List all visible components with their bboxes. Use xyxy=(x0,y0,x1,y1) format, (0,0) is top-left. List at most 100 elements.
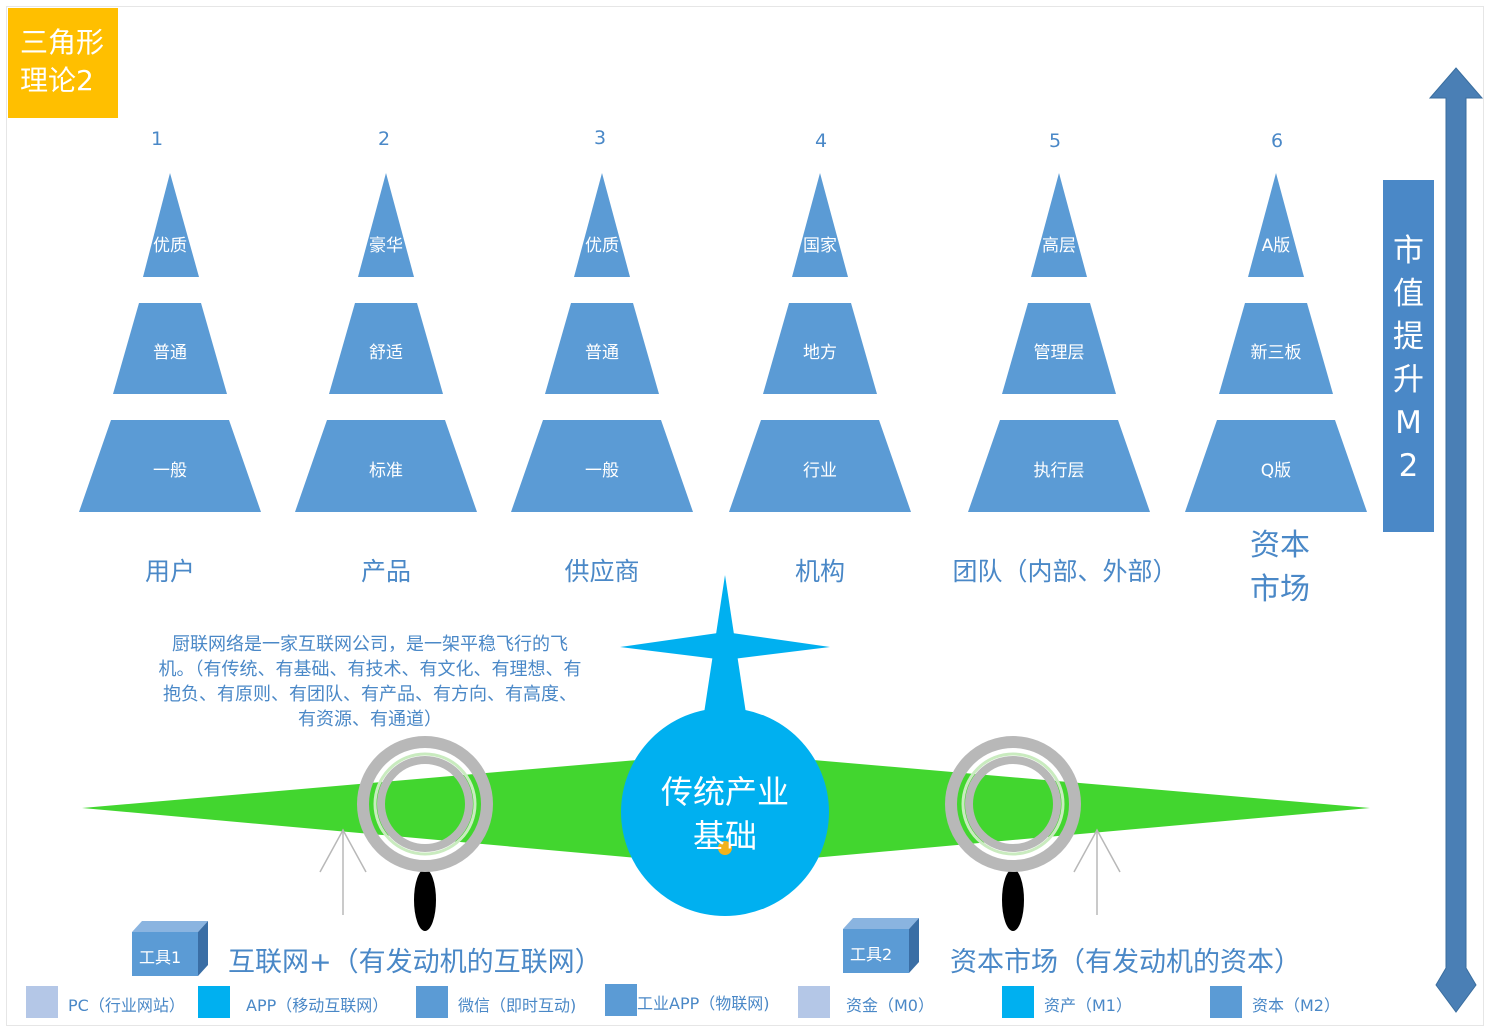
pyramid-1-number: 1 xyxy=(150,128,164,150)
landing-wheel-right xyxy=(1002,869,1024,931)
tool-1-label: 工具1 xyxy=(139,948,182,967)
pyramid-3-category: 供应商 xyxy=(564,557,640,586)
pyramid-6-bottom xyxy=(1185,420,1367,512)
plane-center-line-2: 基础 xyxy=(692,817,757,855)
market-value-char-1: 市 xyxy=(1393,233,1424,269)
legend-label-funds: 资金（M0） xyxy=(846,996,934,1015)
pyramid-1-category: 用户 xyxy=(144,557,195,586)
pyramid-5 xyxy=(968,173,1150,512)
pyramid-6-mid-label: 新三板 xyxy=(1250,343,1302,363)
plane-wing-left xyxy=(82,758,660,860)
tool-box-1 xyxy=(132,921,208,976)
pyramid-2 xyxy=(295,173,477,512)
tool-box-2 xyxy=(843,918,919,973)
market-value-char-5: M xyxy=(1395,405,1422,441)
legend-swatch-pc xyxy=(26,986,58,1018)
pyramid-5-top-label: 高层 xyxy=(1042,236,1076,256)
pyramid-2-mid xyxy=(329,303,443,394)
tool-2-label: 工具2 xyxy=(850,945,893,964)
pyramid-6 xyxy=(1185,173,1367,512)
pyramid-2-bottom xyxy=(295,420,477,512)
pyramid-4-category: 机构 xyxy=(794,557,845,586)
pyramid-4-bottom-label: 行业 xyxy=(803,461,837,481)
market-value-char-3: 提 xyxy=(1393,319,1424,355)
legend-label-pc: PC（行业网站） xyxy=(68,996,185,1015)
pyramid-6-category: 资本 市场 xyxy=(1240,524,1320,612)
pyramid-2-bottom-label: 标准 xyxy=(369,461,403,481)
pyramid-3-top-label: 优质 xyxy=(585,236,619,256)
pyramid-2-mid-label: 舒适 xyxy=(369,343,403,363)
pyramid-4-mid-label: 地方 xyxy=(803,343,837,363)
legend-swatch-assets xyxy=(1002,986,1034,1018)
pyramid-3-bottom xyxy=(511,420,693,512)
pyramid-1 xyxy=(79,173,261,512)
pyramid-4 xyxy=(729,173,911,512)
tool-1-caption: 互联网+（有发动机的互联网） xyxy=(228,947,602,978)
market-value-char-6: 2 xyxy=(1398,448,1419,484)
thrust-arrow-right xyxy=(1073,828,1121,915)
title-line-2: 理论2 xyxy=(20,64,94,97)
legend-label-capital: 资本（M2） xyxy=(1252,996,1340,1015)
legend-label-industrial-app: 工业APP（物联网) xyxy=(637,994,770,1013)
pyramid-2-top xyxy=(358,173,414,277)
legend-swatch-capital xyxy=(1210,986,1242,1018)
engine-right xyxy=(945,736,1081,872)
legend-swatch-industrial-app xyxy=(605,984,637,1016)
pyramid-3-top xyxy=(574,173,630,277)
pyramid-3-mid-label: 普通 xyxy=(585,343,619,363)
pyramid-3 xyxy=(511,173,693,512)
pyramid-4-bottom xyxy=(729,420,911,512)
pyramid-6-bottom-label: Q版 xyxy=(1260,461,1292,481)
pyramid-4-mid xyxy=(763,303,877,394)
landing-wheel-left xyxy=(414,869,436,931)
pyramid-2-top-label: 豪华 xyxy=(369,236,403,256)
pyramid-3-mid xyxy=(545,303,659,394)
company-description: 厨联网络是一家互联网公司，是一架平稳飞行的飞机。（有传统、有基础、有技术、有文化… xyxy=(158,634,582,730)
plane-tail-horizontal xyxy=(620,632,830,660)
pyramid-6-category-line-2: 市场 xyxy=(1250,572,1310,607)
market-value-char-2: 值 xyxy=(1393,276,1424,312)
pyramid-5-top xyxy=(1031,173,1087,277)
pyramid-1-bottom xyxy=(79,420,261,512)
pyramid-3-number: 3 xyxy=(593,127,607,149)
pyramid-1-bottom-label: 一般 xyxy=(153,461,187,481)
pyramid-1-top-label: 优质 xyxy=(153,236,187,256)
market-value-bar: 市 值 提 升 M 2 xyxy=(1383,180,1434,532)
pyramid-5-bottom xyxy=(968,420,1150,512)
pyramid-5-mid-label: 管理层 xyxy=(1033,343,1085,363)
legend-swatch-wechat xyxy=(416,986,448,1018)
pyramid-3-bottom-label: 一般 xyxy=(585,461,619,481)
engine-left xyxy=(357,736,493,872)
title-badge: 三角形 理论2 xyxy=(8,8,118,118)
pyramid-6-top-label: A版 xyxy=(1261,236,1291,256)
pyramid-6-category-line-1: 资本 xyxy=(1250,528,1310,563)
pyramid-6-number: 6 xyxy=(1270,130,1284,152)
pyramid-1-mid xyxy=(113,303,227,394)
slide-frame xyxy=(6,6,1484,1026)
legend-swatch-funds xyxy=(798,986,830,1018)
legend-swatch-app xyxy=(198,986,230,1018)
pyramid-2-number: 2 xyxy=(377,128,391,150)
title-line-1: 三角形 xyxy=(20,26,105,59)
pyramid-4-top-label: 国家 xyxy=(803,236,837,256)
pyramid-4-number: 4 xyxy=(814,130,828,152)
plane-center-label: 传统产业 基础 xyxy=(622,770,828,858)
pyramid-6-top xyxy=(1248,173,1304,277)
pyramid-4-top xyxy=(792,173,848,277)
tool-2-caption: 资本市场（有发动机的资本） xyxy=(950,947,1301,978)
legend-label-assets: 资产（M1） xyxy=(1044,996,1132,1015)
plane-fuselage xyxy=(621,708,829,916)
pyramid-1-top xyxy=(143,173,199,277)
pyramid-5-bottom-label: 执行层 xyxy=(1033,461,1085,481)
market-value-char-4: 升 xyxy=(1393,362,1424,398)
upward-arrow xyxy=(1428,67,1484,1013)
thrust-arrow-left xyxy=(319,828,367,915)
pyramid-2-category: 产品 xyxy=(360,557,411,586)
plane-center-line-1: 传统产业 xyxy=(660,773,789,811)
legend-label-app: APP（移动互联网） xyxy=(246,996,389,1015)
pyramid-1-mid-label: 普通 xyxy=(153,343,187,363)
center-dot xyxy=(718,841,732,855)
legend-label-wechat: 微信（即时互动) xyxy=(458,996,577,1015)
pyramid-5-mid xyxy=(1002,303,1116,394)
